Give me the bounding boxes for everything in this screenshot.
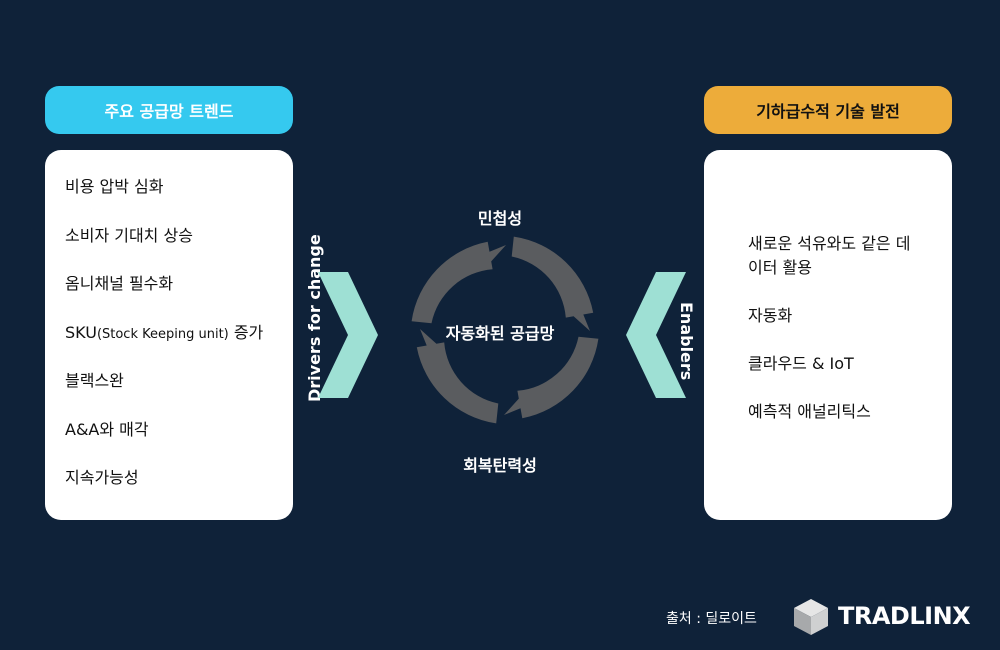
- trends-card: 비용 압박 심화 소비자 기대치 상승 옴니채널 필수화 SKU(Stock K…: [45, 150, 293, 520]
- trend-item-2: 소비자 기대치 상승: [65, 225, 193, 245]
- trend-item-4-tail: 증가: [228, 322, 264, 342]
- right-chevron-icon: [318, 272, 378, 398]
- brand-logo: TRADLINX: [838, 602, 971, 630]
- cycle-top-label: 민첩성: [477, 209, 523, 228]
- cycle-center-label: 자동화된 공급망: [445, 324, 555, 343]
- trend-item-4: SKU(Stock Keeping unit) 증가: [65, 320, 293, 369]
- tech-item-3: 클라우드 & IoT: [748, 354, 854, 373]
- cube-logo-icon: [794, 599, 828, 635]
- trend-item-3: 옴니채널 필수화: [65, 274, 174, 293]
- enablers-label: Enablers: [677, 302, 696, 381]
- tech-item-2: 자동화: [748, 306, 793, 325]
- tech-item-4: 예측적 애널리틱스: [748, 402, 871, 421]
- trends-title: 주요 공급망 트렌드: [45, 86, 293, 134]
- tech-item-1: 새로운 석유와도 같은 데이터 활용: [748, 234, 911, 277]
- trend-item-1: 비용 압박 심화: [65, 177, 164, 196]
- trend-item-5: 블랙스완: [65, 371, 124, 390]
- trend-item-4-note: (Stock Keeping unit): [96, 326, 229, 342]
- cycle-arrows-icon: [411, 236, 599, 424]
- trend-item-6: A&A와 매각: [65, 419, 149, 439]
- cycle-bottom-label: 회복탄력성: [463, 456, 537, 475]
- trend-item-4-main: SKU: [65, 322, 97, 342]
- left-chevron-icon: [626, 272, 686, 398]
- trend-item-7: 지속가능성: [65, 468, 139, 487]
- tech-card: 새로운 석유와도 같은 데이터 활용 자동화 클라우드 & IoT 예측적 애널…: [704, 150, 952, 520]
- tech-title: 기하급수적 기술 발전: [704, 86, 952, 134]
- source-caption: 출처 : 딜로이트: [666, 611, 757, 627]
